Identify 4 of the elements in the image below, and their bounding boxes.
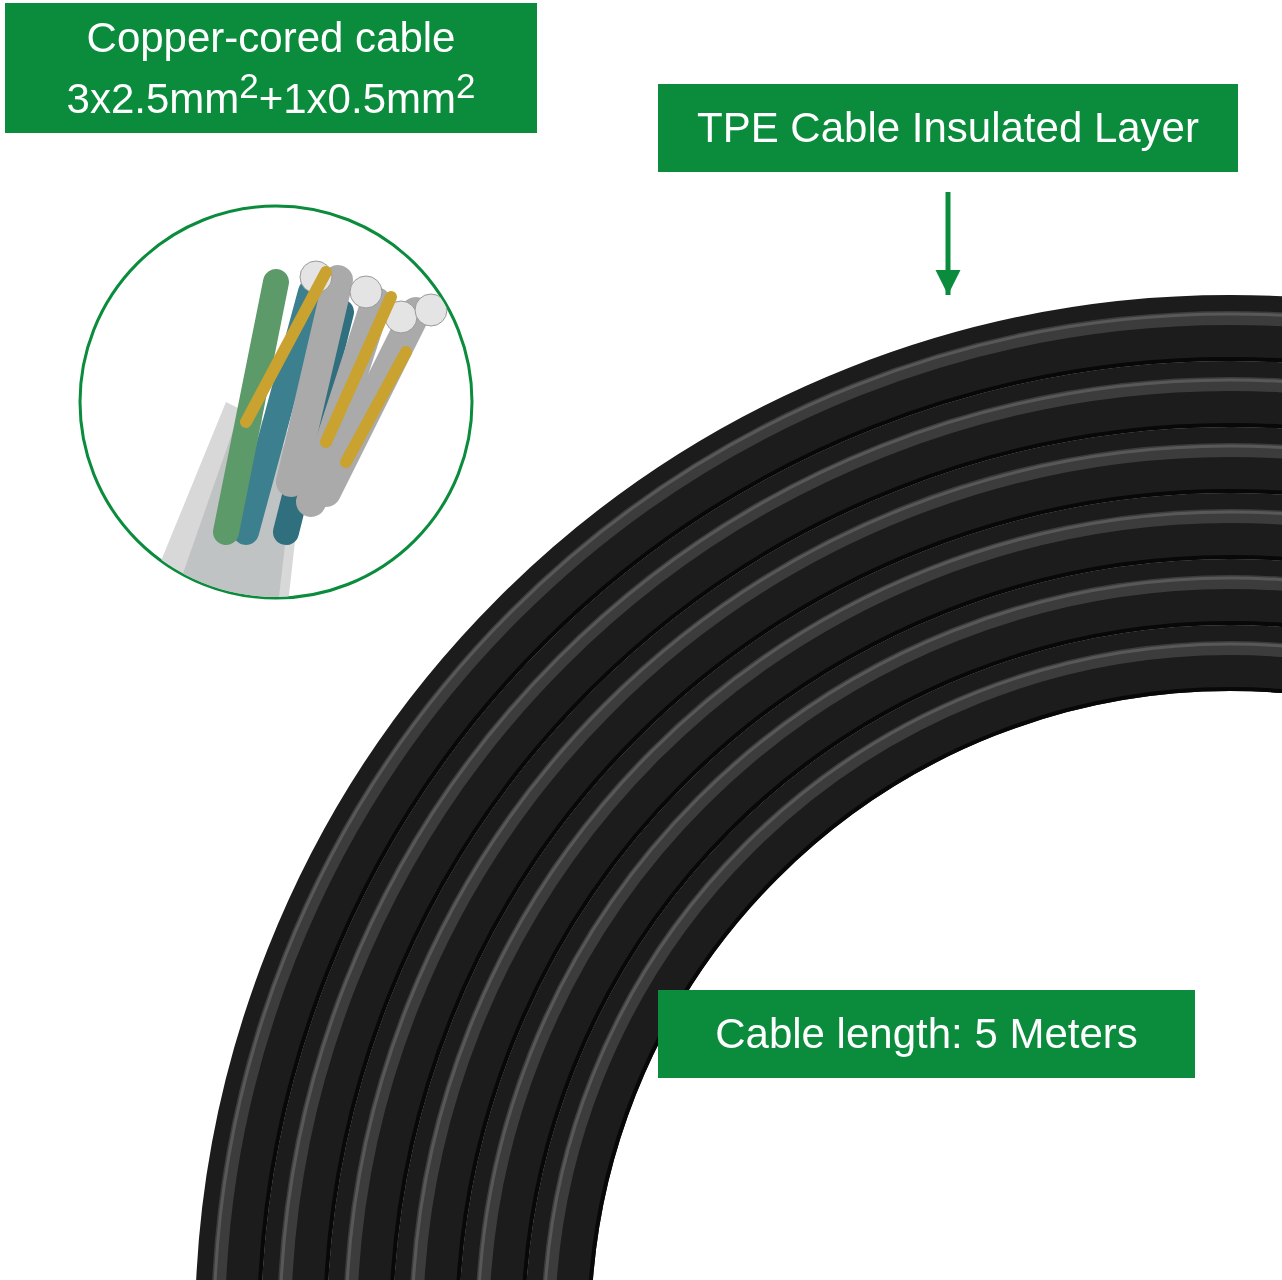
material-label: TPE Cable Insulated Layer [658, 84, 1238, 172]
spec-label: Copper-cored cable 3x2.5mm$^{2}$+1x0.5mm$^{2}$ [5, 3, 537, 133]
length-label: Cable length: 5 Meters [658, 990, 1195, 1078]
arrow [935, 192, 961, 295]
